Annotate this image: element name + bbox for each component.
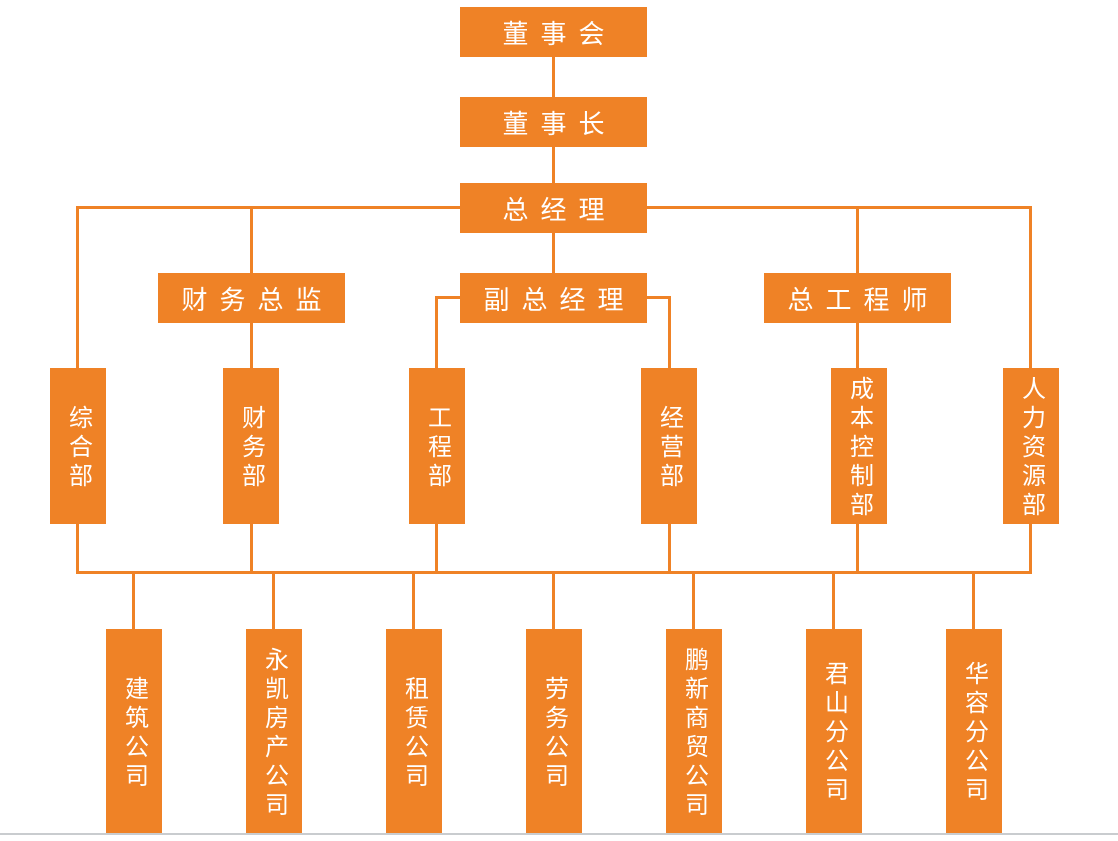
node-dept-engineering-label: 工程部 xyxy=(423,405,451,492)
connector-gm-deputy xyxy=(552,231,555,275)
connector-bus-chief-engineer xyxy=(856,206,859,275)
connector-dept-operations-drop xyxy=(668,522,671,574)
node-finance-director-label: 财务总监 xyxy=(181,284,334,315)
connector-bus-dept-general xyxy=(76,206,79,370)
connector-chief-engineer-cost-dept xyxy=(856,321,859,370)
node-dept-cost-control-label: 成本控制部 xyxy=(845,376,873,521)
node-board: 董事会 xyxy=(460,7,647,57)
page-bottom-divider xyxy=(0,833,1118,835)
node-dept-hr: 人力资源部 xyxy=(1003,368,1059,524)
node-company-huarong-branch-label: 华容分公司 xyxy=(960,661,988,806)
connector-dept-general-drop xyxy=(76,522,79,574)
connector-company-yongkai-rise xyxy=(272,571,275,632)
connector-company-junshan-rise xyxy=(832,571,835,632)
node-general-manager: 总经理 xyxy=(460,183,647,233)
node-company-junshan-branch: 君山分公司 xyxy=(806,629,862,833)
connector-company-pengxin-rise xyxy=(692,571,695,632)
node-dept-general: 综合部 xyxy=(50,368,106,524)
connector-bus-finance-director xyxy=(250,206,253,275)
node-company-yongkai-realestate-label: 永凯房产公司 xyxy=(260,646,288,821)
node-dept-operations-label: 经营部 xyxy=(655,405,683,492)
node-company-pengxin-trading: 鹏新商贸公司 xyxy=(666,629,722,833)
connector-dept-engineering-drop xyxy=(435,522,438,574)
node-company-construction-label: 建筑公司 xyxy=(120,675,148,792)
node-company-labor-label: 劳务公司 xyxy=(540,675,568,792)
node-chief-engineer: 总工程师 xyxy=(764,273,951,323)
node-dept-hr-label: 人力资源部 xyxy=(1017,376,1045,521)
node-company-construction: 建筑公司 xyxy=(106,629,162,833)
node-company-yongkai-realestate: 永凯房产公司 xyxy=(246,629,302,833)
node-dept-general-label: 综合部 xyxy=(64,405,92,492)
node-chief-engineer-label: 总工程师 xyxy=(787,284,940,315)
node-finance-director: 财务总监 xyxy=(158,273,345,323)
connector-company-construction-rise xyxy=(132,571,135,632)
node-dept-finance: 财务部 xyxy=(223,368,279,524)
node-general-manager-label: 总经理 xyxy=(502,194,617,225)
node-company-huarong-branch: 华容分公司 xyxy=(946,629,1002,833)
connector-company-labor-rise xyxy=(552,571,555,632)
node-dept-engineering: 工程部 xyxy=(409,368,465,524)
node-chairman: 董事长 xyxy=(460,97,647,147)
node-company-leasing: 租赁公司 xyxy=(386,629,442,833)
connector-company-leasing-rise xyxy=(412,571,415,632)
node-dept-operations: 经营部 xyxy=(641,368,697,524)
node-company-pengxin-trading-label: 鹏新商贸公司 xyxy=(680,646,708,821)
node-company-junshan-branch-label: 君山分公司 xyxy=(820,661,848,806)
node-board-label: 董事会 xyxy=(502,18,617,49)
connector-deputy-operations-dept xyxy=(668,296,671,370)
connector-bus-dept-hr xyxy=(1029,206,1032,370)
node-dept-finance-label: 财务部 xyxy=(237,405,265,492)
node-deputy-general-manager-label: 副总经理 xyxy=(483,284,636,315)
node-company-leasing-label: 租赁公司 xyxy=(400,675,428,792)
connector-dept-hr-drop xyxy=(1029,522,1032,574)
connector-company-huarong-rise xyxy=(972,571,975,632)
connector-chairman-gm xyxy=(552,146,555,185)
connector-deputy-engineering-dept xyxy=(435,296,438,370)
connector-board-chairman xyxy=(552,56,555,99)
connector-finance-director-finance-dept xyxy=(250,321,253,370)
node-company-labor: 劳务公司 xyxy=(526,629,582,833)
connector-dept-cost-drop xyxy=(856,522,859,574)
node-dept-cost-control: 成本控制部 xyxy=(831,368,887,524)
node-chairman-label: 董事长 xyxy=(502,108,617,139)
connector-dept-finance-drop xyxy=(250,522,253,574)
node-deputy-general-manager: 副总经理 xyxy=(460,273,647,323)
